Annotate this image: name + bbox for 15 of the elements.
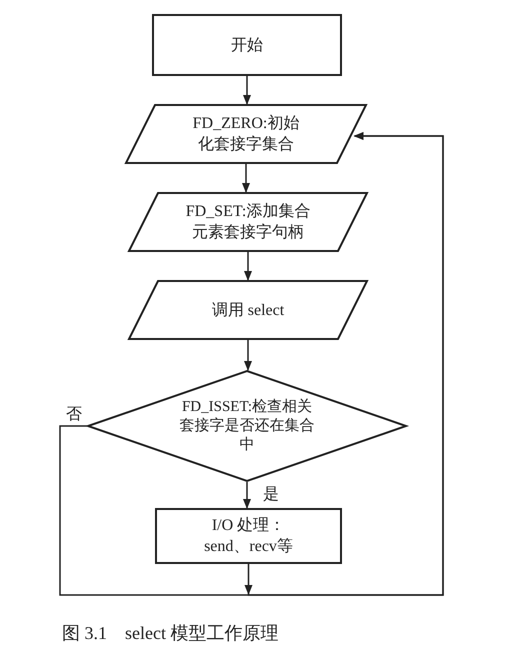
edge-label: 是: [263, 486, 279, 504]
arrow: [242, 164, 250, 193]
start-box: 开始: [152, 14, 342, 76]
arrow: [243, 76, 251, 105]
edge-label: 否: [66, 406, 82, 424]
input-parallelogram: FD_ZERO:初始化套接字集合: [125, 104, 367, 164]
arrow: [243, 482, 251, 509]
arrow: [244, 132, 444, 596]
input-parallelogram: 调用 select: [128, 280, 368, 340]
decision-diamond: FD_ISSET:检查相关套接字是否还在集合中: [87, 370, 407, 482]
arrow: [244, 252, 252, 281]
arrow: [244, 340, 252, 371]
figure-caption: 图 3.1 select 模型工作原理: [62, 622, 278, 644]
input-parallelogram: FD_SET:添加集合元素套接字句柄: [128, 192, 368, 252]
process-box: I/O 处理：send、recv等: [155, 508, 342, 564]
